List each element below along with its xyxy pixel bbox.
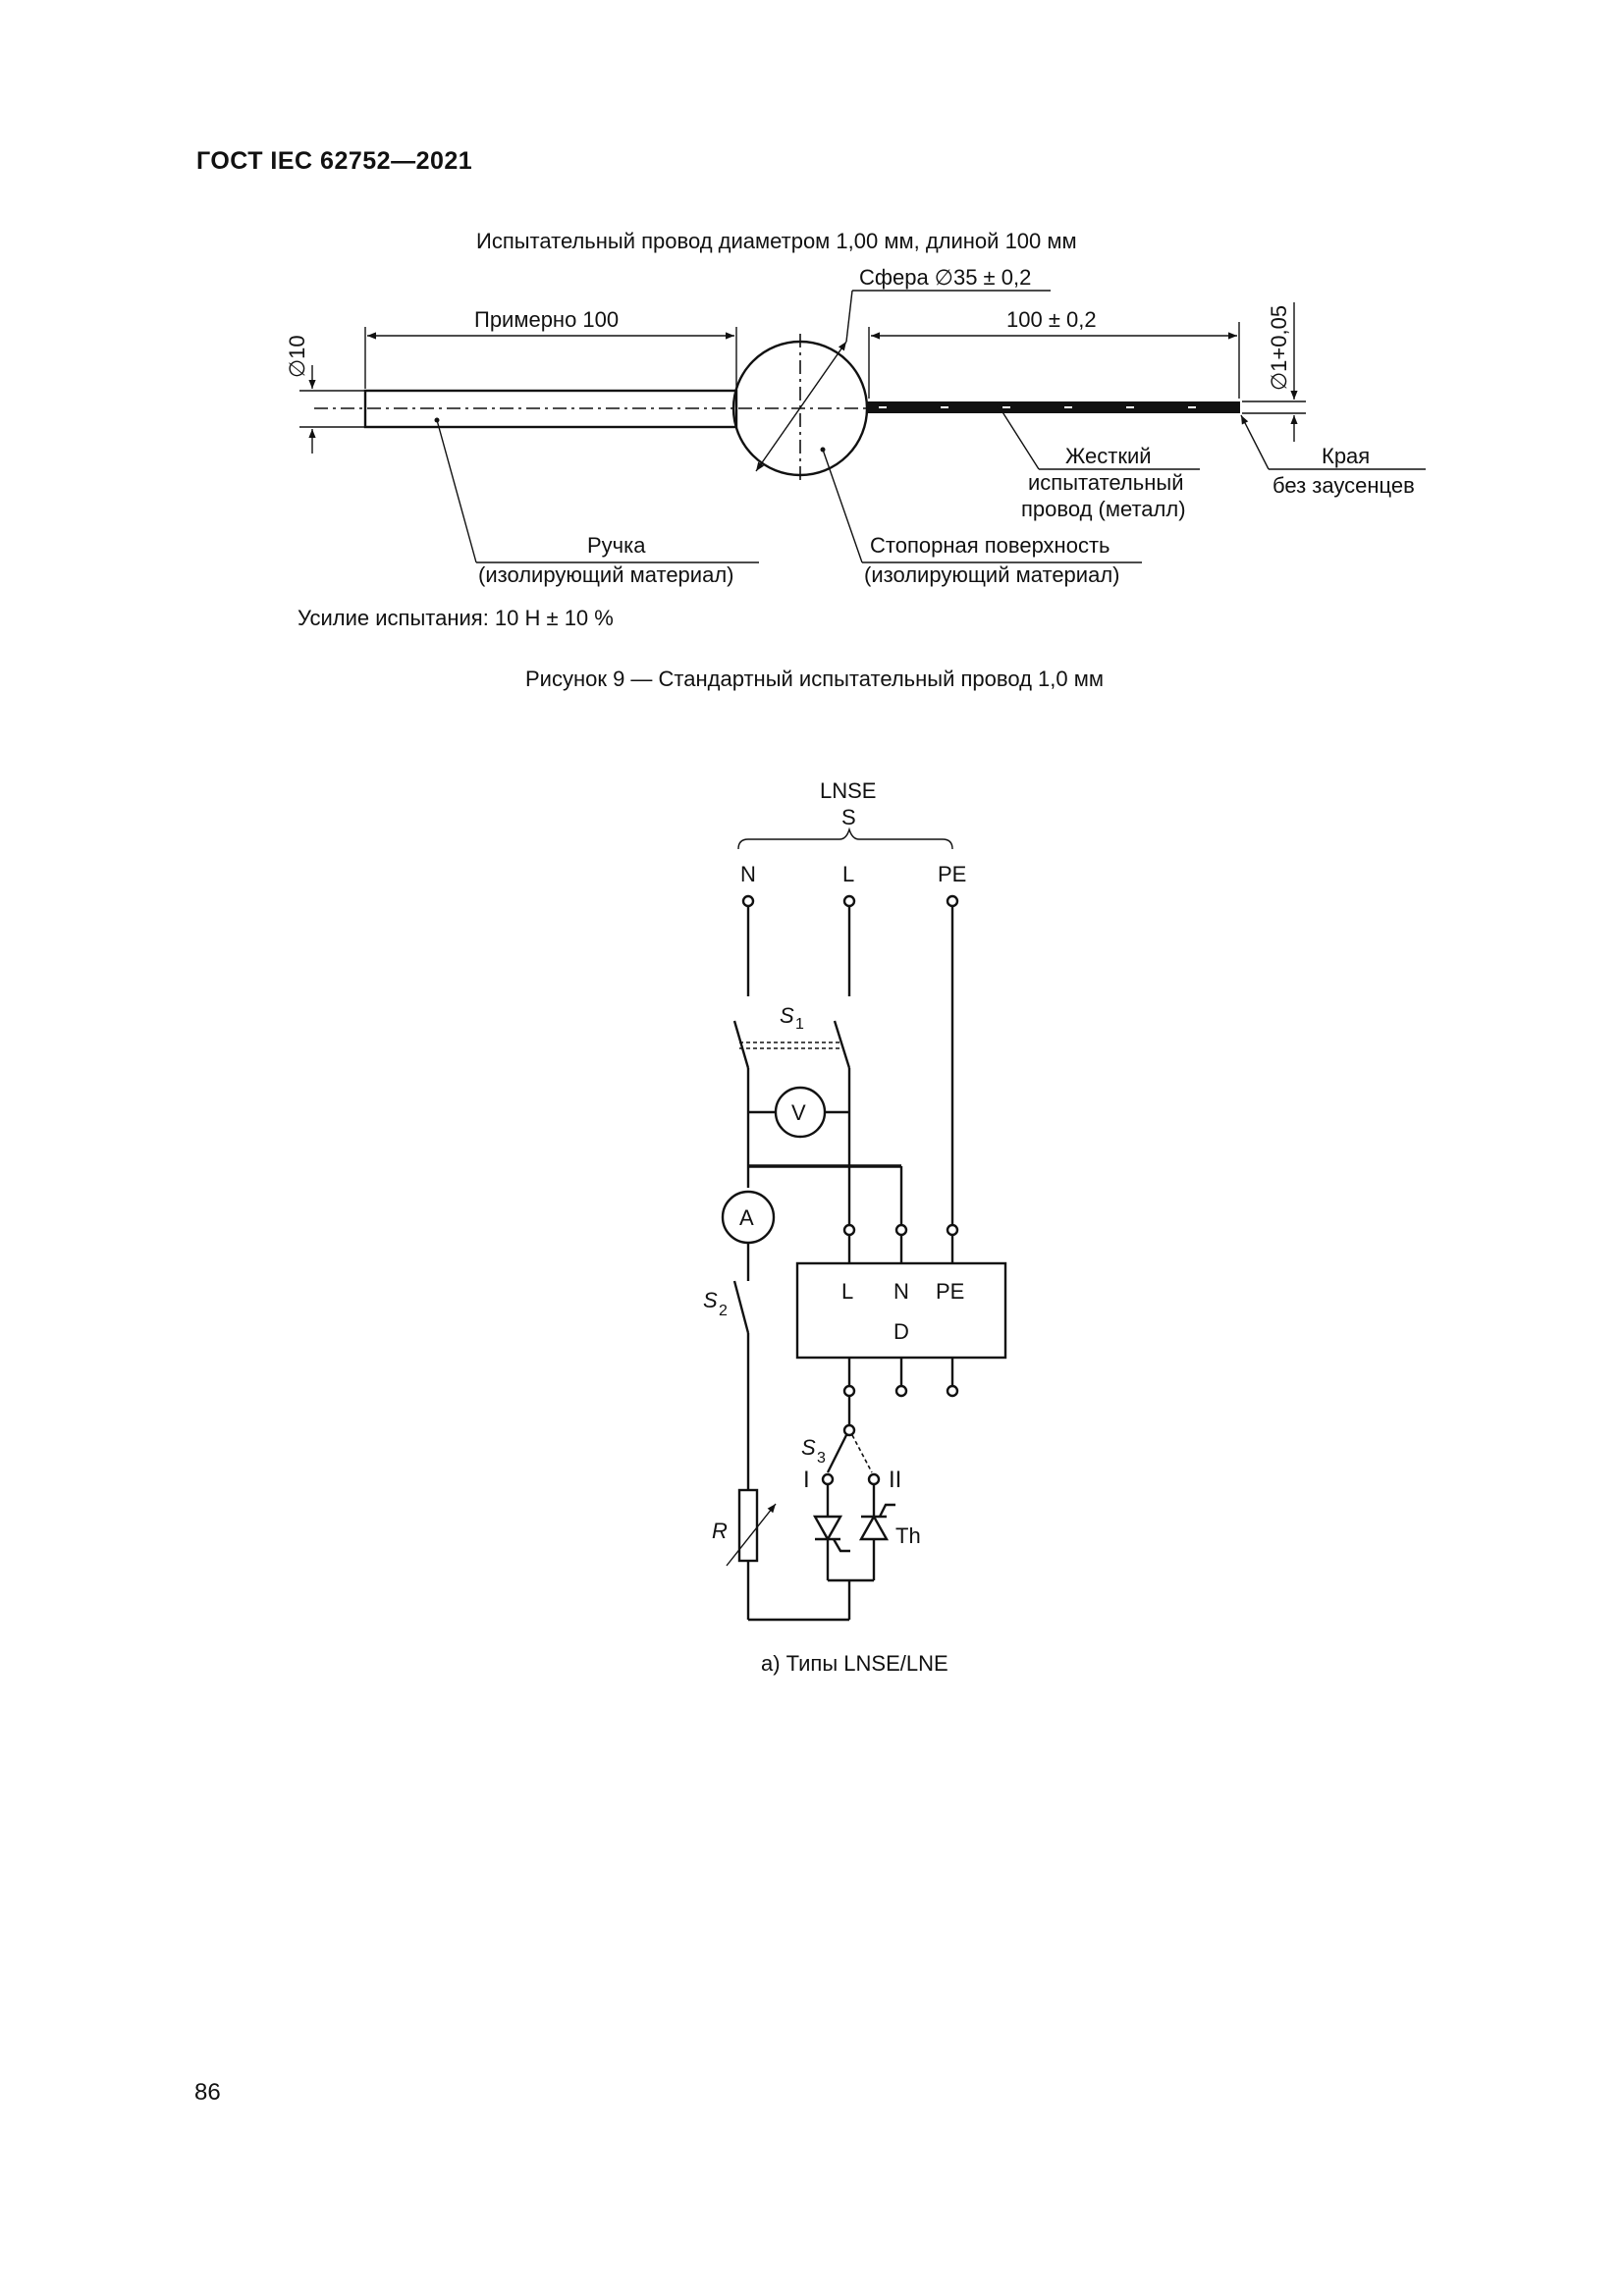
page-number: 86: [194, 2079, 221, 2106]
device-terminal-n-top: [894, 1223, 908, 1237]
device-terminal-n-bottom: [894, 1384, 908, 1398]
handle-label-2: (изолирующий материал): [478, 562, 733, 587]
rigid-wire-label-1: Жесткий: [1065, 444, 1152, 468]
rigid-wire-label-2: испытательный: [1028, 470, 1183, 495]
s2-subscript: 2: [719, 1303, 728, 1319]
ammeter-label: A: [739, 1205, 754, 1230]
figure-9-test-wire: Испытательный провод диаметром 1,00 мм, …: [285, 229, 1426, 691]
stop-surface-leader: [820, 447, 863, 563]
terminal-n-label: N: [740, 862, 756, 886]
terminal-pe: [946, 894, 959, 908]
s1-label: S: [780, 1003, 794, 1028]
edges-label-1: Края: [1322, 444, 1370, 468]
s3-label: S: [801, 1435, 816, 1460]
resistor: [737, 1488, 759, 1563]
resistor-label: R: [712, 1519, 728, 1543]
circuit-diagram: LNSE S N L PE S 1 V A: [703, 778, 1007, 1676]
thyristor-2-gate: [878, 1503, 895, 1518]
stop-surface-label-2: (изолирующий материал): [864, 562, 1119, 587]
s1-blade-left: [732, 1020, 750, 1069]
s2-blade: [732, 1280, 750, 1334]
device-terminal-l-top: [842, 1223, 856, 1237]
device-name-label: D: [893, 1319, 909, 1344]
device-n-label: N: [893, 1279, 909, 1304]
wire-length-label: 100 ± 0,2: [1006, 307, 1097, 332]
rigid-wire-label-3: провод (металл): [1021, 497, 1186, 521]
document-header: ГОСТ IEC 62752—2021: [196, 147, 473, 175]
s3-position-1-terminal: [821, 1472, 835, 1486]
position-2-label: II: [889, 1467, 901, 1493]
thyristor-label: Th: [895, 1523, 921, 1548]
position-1-label: I: [803, 1467, 810, 1493]
terminal-n: [741, 894, 755, 908]
voltmeter: [774, 1086, 827, 1139]
s3-subscript: 3: [817, 1450, 826, 1467]
s3-position-2-terminal: [867, 1472, 881, 1486]
s3-alt-position: [851, 1434, 873, 1473]
terminal-pe-label: PE: [938, 862, 966, 886]
sphere-label: Сфера ∅35 ± 0,2: [859, 265, 1031, 290]
sphere-leader: [845, 290, 853, 343]
rigid-wire-leader: [997, 404, 1040, 470]
handle-diameter-label: ∅10: [285, 335, 309, 378]
approx-length-label: Примерно 100: [474, 307, 619, 332]
brace-label-top: LNSE: [820, 778, 876, 803]
device-terminal-pe-bottom: [946, 1384, 959, 1398]
terminal-l-label: L: [842, 862, 854, 886]
dim-sphere-diameter: [755, 341, 847, 472]
rigid-wire: [867, 401, 1240, 413]
figure-9-caption: Рисунок 9 — Стандартный испытательный пр…: [525, 667, 1104, 691]
figure-9-top-label: Испытательный провод диаметром 1,00 мм, …: [476, 229, 1077, 253]
s1-blade-right: [833, 1020, 851, 1069]
voltmeter-label: V: [791, 1100, 806, 1125]
thyristor-2-triangle: [858, 1514, 890, 1541]
device-terminal-l-bottom: [842, 1384, 856, 1398]
circuit-caption: a) Типы LNSE/LNE: [761, 1651, 948, 1676]
s3-blade: [826, 1434, 848, 1473]
brace: [737, 827, 953, 850]
handle-rect: [363, 389, 738, 429]
thyristor-1-triangle: [812, 1515, 843, 1542]
wire-diameter-label: ∅1+0,05: [1267, 305, 1291, 391]
device-terminal-pe-top: [946, 1223, 959, 1237]
terminal-l: [842, 894, 856, 908]
handle-leader: [434, 417, 477, 563]
s3-common-terminal: [842, 1423, 856, 1437]
resistor-variable-arrow: [726, 1503, 777, 1567]
s1-subscript: 1: [795, 1016, 804, 1033]
thyristor-1-gate: [832, 1538, 850, 1553]
device-pe-label: PE: [936, 1279, 964, 1304]
device-l-label: L: [841, 1279, 853, 1304]
edges-leader: [1240, 414, 1270, 470]
brace-label-bottom: S: [841, 805, 856, 829]
edges-label-2: без заусенцев: [1272, 473, 1415, 498]
s2-label: S: [703, 1288, 718, 1312]
force-note: Усилие испытания: 10 Н ± 10 %: [298, 606, 614, 630]
stop-surface-label-1: Стопорная поверхность: [870, 533, 1110, 558]
handle-label-1: Ручка: [587, 533, 646, 558]
